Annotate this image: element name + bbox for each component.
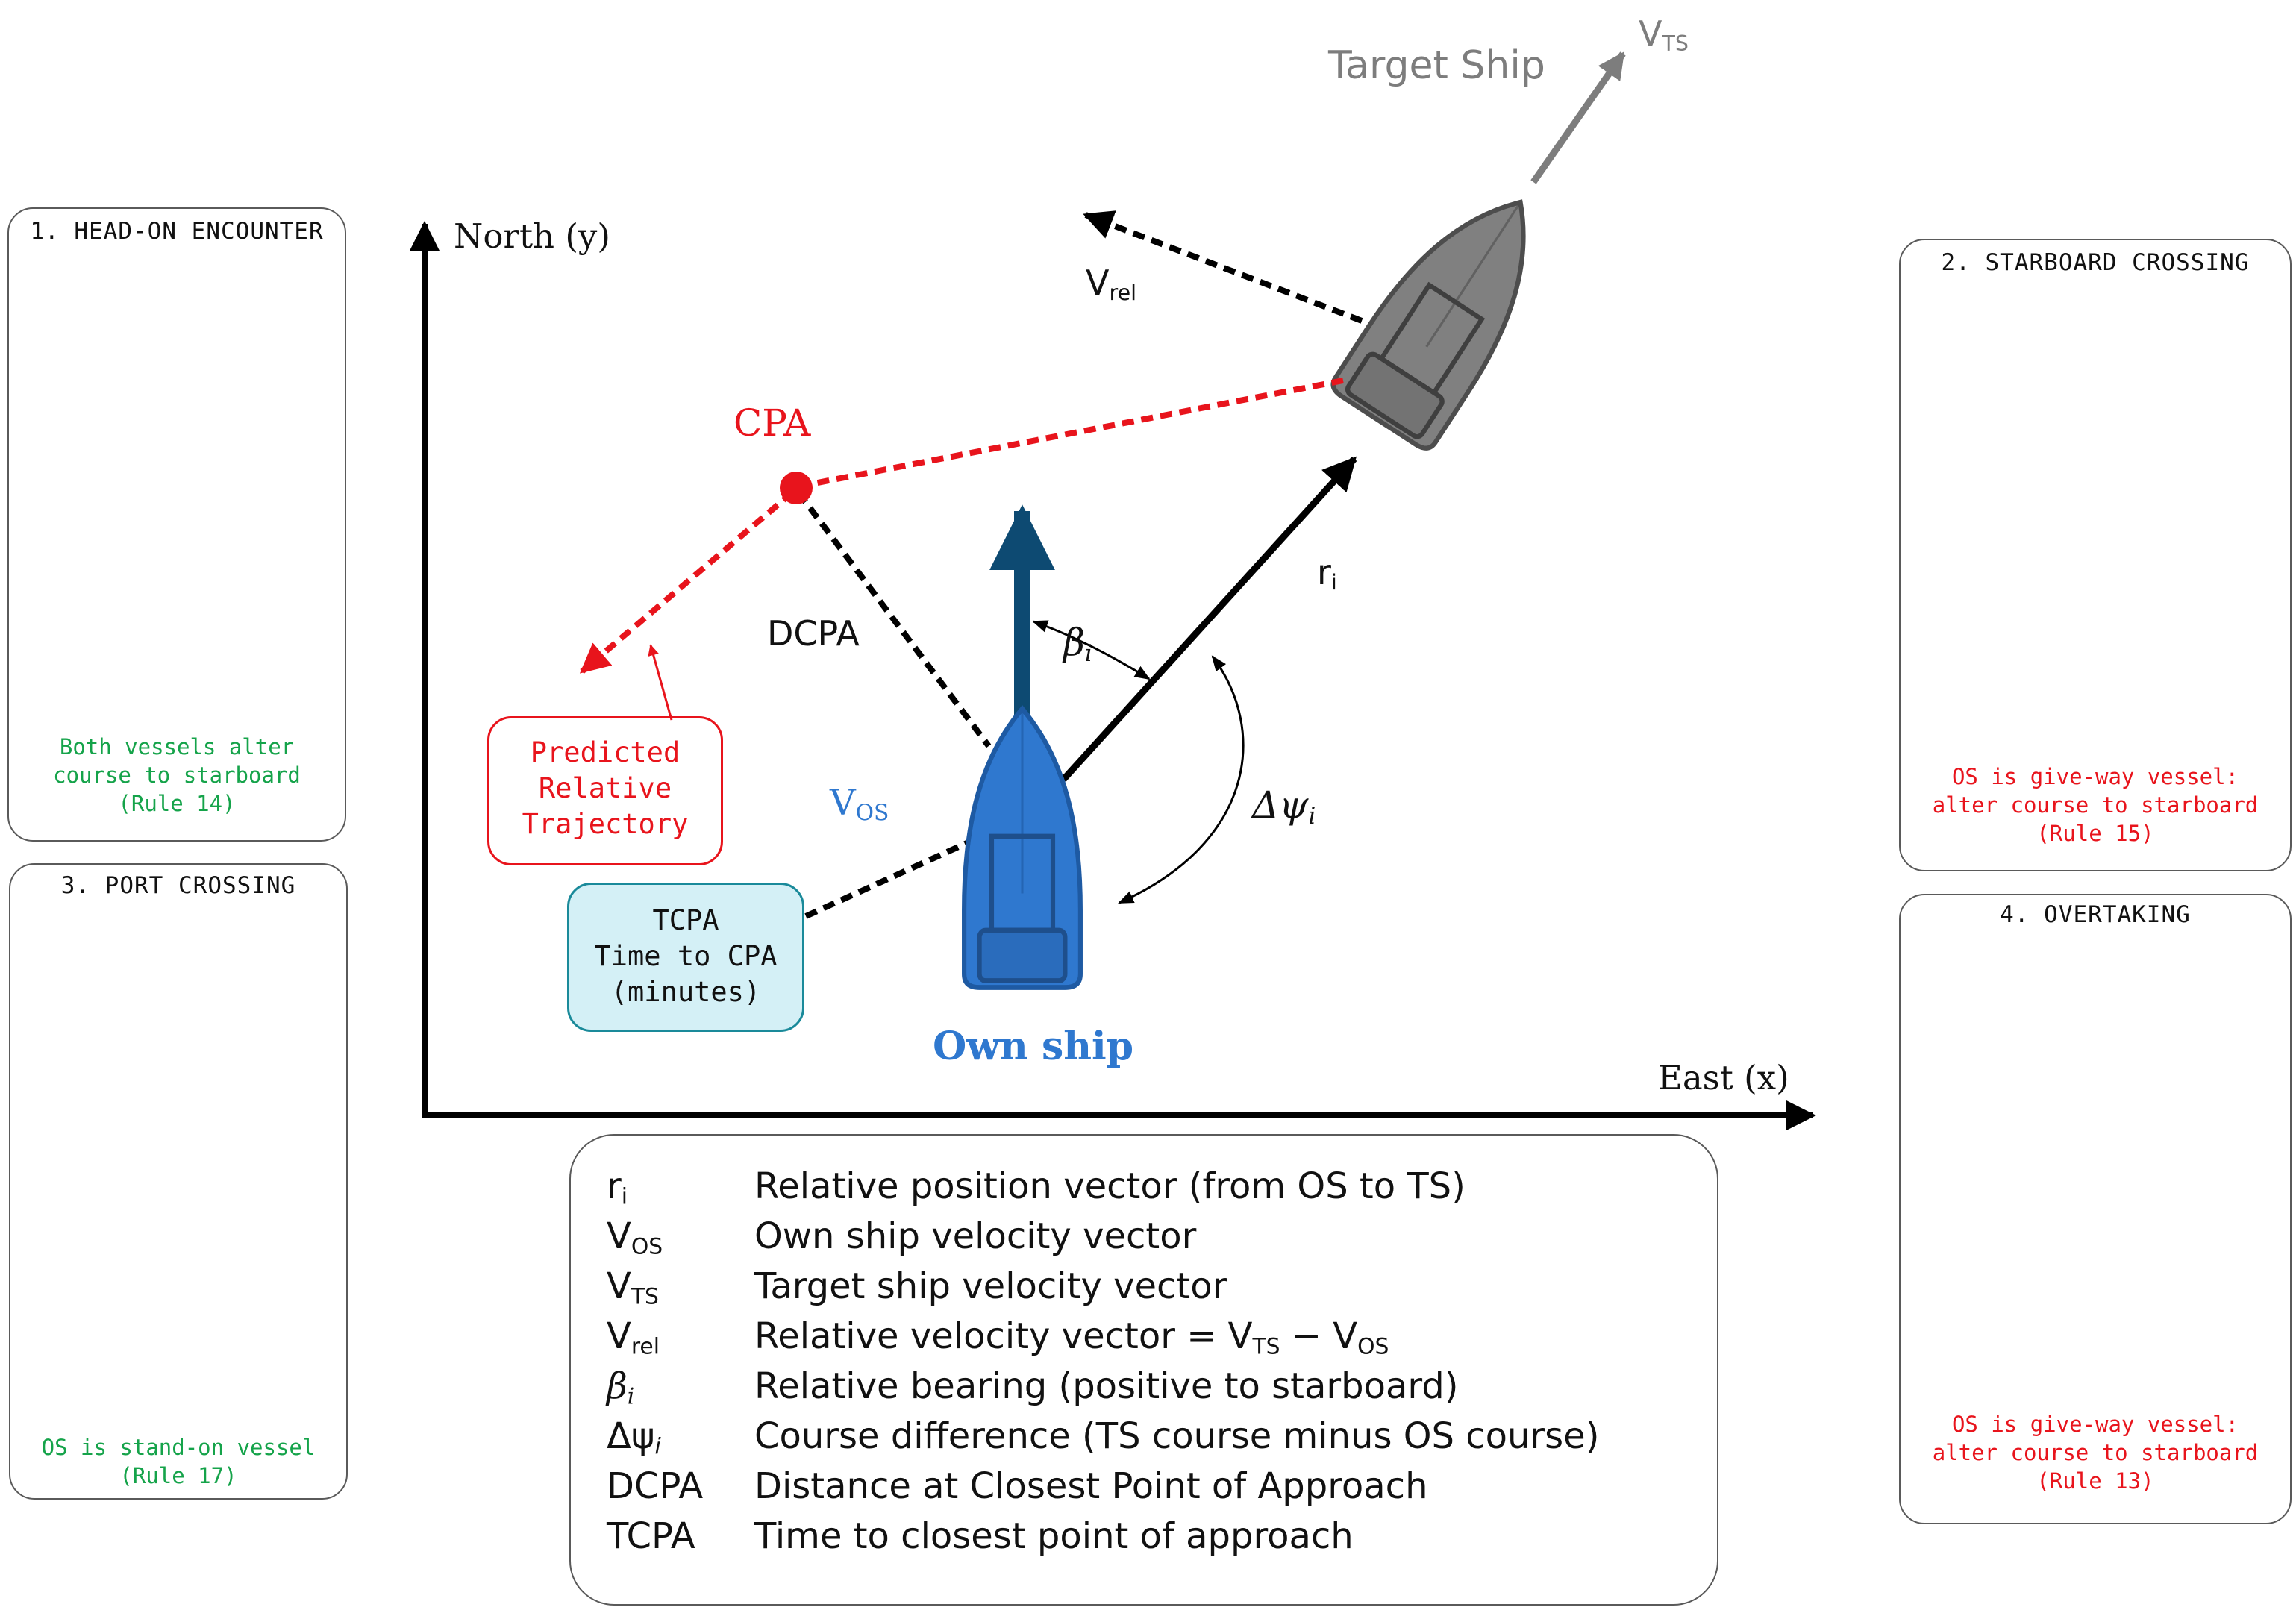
panel-head-on-note: Both vessels alter course to starboard (… bbox=[53, 734, 301, 816]
legend-symbol: VTS bbox=[607, 1265, 659, 1310]
predicted-callout-pointer bbox=[648, 644, 673, 721]
panel-port-crossing: 3. PORT CROSSING OS is stand-on vessel (… bbox=[9, 863, 348, 1500]
y-axis-label: North (y) bbox=[454, 216, 610, 256]
cpa-point bbox=[780, 472, 813, 504]
beta-label: βi bbox=[1063, 621, 1092, 667]
legend-symbol: ri bbox=[607, 1165, 628, 1210]
legend-description: Distance at Closest Point of Approach bbox=[754, 1465, 1428, 1507]
cpa-to-target-line bbox=[798, 378, 1344, 489]
panel-head-on-title: 1. HEAD-ON ENCOUNTER bbox=[30, 218, 324, 245]
panel-port-crossing-note: OS is stand-on vessel (Rule 17) bbox=[41, 1435, 316, 1488]
panel-starboard-crossing: 2. STARBOARD CROSSING OS is give-way ves… bbox=[1899, 239, 2292, 871]
beta-label-sub: i bbox=[1084, 639, 1092, 667]
legend-description: Relative velocity vector = VTS − VOS bbox=[754, 1315, 1389, 1360]
legend-symbol: βi bbox=[607, 1365, 635, 1410]
vrel-label-sub: rel bbox=[1109, 281, 1137, 306]
legend-description: Target ship velocity vector bbox=[754, 1265, 1227, 1307]
cpa-label: CPA bbox=[733, 401, 811, 445]
vos-label-sub: OS bbox=[855, 800, 889, 827]
panel-overtaking: 4. OVERTAKING OS is give-way vessel: alt… bbox=[1899, 894, 2292, 1524]
vrel-arrow bbox=[1083, 210, 1363, 324]
ri-vector bbox=[1060, 456, 1357, 783]
vts-label-sub: TS bbox=[1662, 31, 1689, 57]
panel-starboard-crossing-title: 2. STARBOARD CROSSING bbox=[1941, 249, 2250, 276]
panel-overtaking-title: 4. OVERTAKING bbox=[2000, 901, 2191, 928]
dcpa-line bbox=[795, 490, 992, 748]
dcpa-label: DCPA bbox=[767, 613, 860, 654]
own-ship-icon bbox=[964, 709, 1080, 988]
target-ship-label: Target Ship bbox=[1328, 43, 1545, 88]
delta-psi-label-main: Δψ bbox=[1252, 783, 1309, 827]
panel-starboard-crossing-note: OS is give-way vessel: alter course to s… bbox=[1932, 764, 2259, 846]
vrel-label-main: V bbox=[1086, 263, 1110, 303]
vrel-label: Vrel bbox=[1086, 263, 1136, 305]
vos-label: VOS bbox=[830, 782, 889, 826]
legend-description: Time to closest point of approach bbox=[754, 1515, 1354, 1557]
delta-psi-label-sub: i bbox=[1308, 802, 1316, 830]
predicted-trajectory-box: Predicted Relative Trajectory bbox=[487, 716, 723, 865]
tcpa-box: TCPA Time to CPA (minutes) bbox=[567, 883, 804, 1032]
legend-symbol: Vrel bbox=[607, 1315, 660, 1360]
legend-description: Relative bearing (positive to starboard) bbox=[754, 1365, 1459, 1407]
delta-psi-arc bbox=[1118, 655, 1245, 904]
panel-port-crossing-title: 3. PORT CROSSING bbox=[60, 872, 296, 899]
panel-overtaking-note: OS is give-way vessel: alter course to s… bbox=[1932, 1412, 2259, 1494]
legend-box: ri Relative position vector (from OS to … bbox=[569, 1134, 1718, 1606]
beta-label-main: β bbox=[1063, 621, 1085, 664]
ri-label-main: r bbox=[1317, 552, 1331, 592]
x-axis-label: East (x) bbox=[1658, 1058, 1789, 1097]
ri-label-sub: i bbox=[1330, 570, 1337, 595]
target-ship-icon bbox=[1329, 170, 1571, 453]
vts-arrow bbox=[1530, 51, 1626, 184]
predicted-trajectory-arrow bbox=[579, 489, 795, 674]
ri-label: ri bbox=[1317, 552, 1337, 595]
legend-description: Relative position vector (from OS to TS) bbox=[754, 1165, 1466, 1207]
legend-description: Own ship velocity vector bbox=[754, 1215, 1197, 1257]
legend-symbol: TCPA bbox=[607, 1515, 695, 1557]
panel-head-on: 1. HEAD-ON ENCOUNTER Both vessels alter … bbox=[7, 207, 346, 842]
legend-symbol: Δψi bbox=[607, 1415, 661, 1460]
legend-symbol: DCPA bbox=[607, 1465, 704, 1507]
delta-psi-label: Δψi bbox=[1252, 783, 1316, 830]
tcpa-line bbox=[804, 839, 972, 919]
vts-label-main: V bbox=[1639, 13, 1662, 54]
vos-label-main: V bbox=[830, 782, 856, 824]
own-ship-label: Own ship bbox=[933, 1024, 1134, 1069]
legend-description: Course difference (TS course minus OS co… bbox=[754, 1415, 1600, 1457]
legend-symbol: VOS bbox=[607, 1215, 663, 1260]
vts-label: VTS bbox=[1639, 13, 1689, 56]
